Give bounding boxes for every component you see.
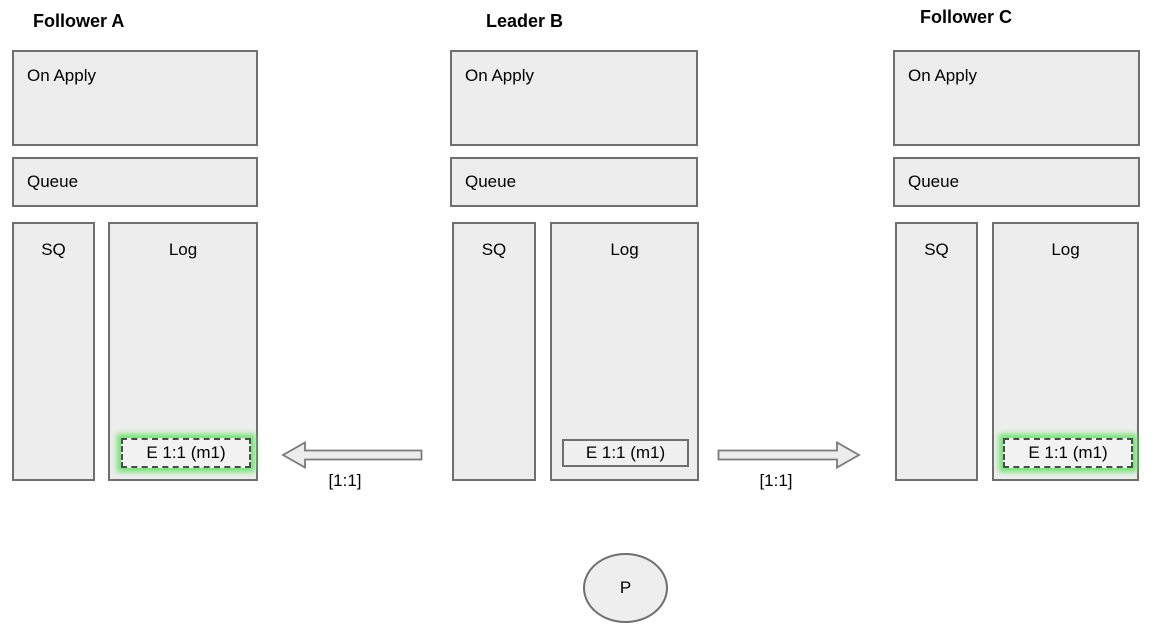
- on-apply-box-follower-c: On Apply: [893, 50, 1140, 146]
- sq-label: SQ: [481, 240, 507, 259]
- sq-label: SQ: [924, 240, 949, 259]
- log-box-follower-c: Log: [992, 222, 1139, 481]
- sq-box-follower-a: SQ: [12, 222, 95, 481]
- node-title-leader-b: Leader B: [486, 11, 564, 31]
- log-entry-follower-c: E 1:1 (m1): [1003, 438, 1133, 468]
- log-box-leader-b: Log: [550, 222, 699, 481]
- log-label: Log: [610, 240, 639, 259]
- sq-label: SQ: [41, 240, 66, 259]
- queue-label: Queue: [27, 172, 79, 191]
- on-apply-box-leader-b: On Apply: [450, 50, 698, 146]
- log-entry-leader-b: E 1:1 (m1): [562, 439, 689, 467]
- on-apply-label: On Apply: [908, 66, 977, 85]
- proposer-ellipse: P: [583, 553, 668, 623]
- arrow-label-left: [1:1]: [328, 471, 362, 490]
- arrow-label-right: [1:1]: [759, 471, 793, 490]
- log-label: Log: [1051, 240, 1080, 259]
- sq-box-leader-b: SQ: [452, 222, 536, 481]
- on-apply-box-follower-a: On Apply: [12, 50, 258, 146]
- queue-box-follower-a: Queue: [12, 157, 258, 207]
- node-title-follower-c: Follower C: [920, 7, 1013, 27]
- log-entry-follower-a: E 1:1 (m1): [121, 438, 251, 468]
- queue-box-follower-c: Queue: [893, 157, 1140, 207]
- arrow-right-icon: [717, 440, 861, 470]
- queue-label: Queue: [465, 172, 517, 191]
- log-label: Log: [168, 240, 198, 259]
- on-apply-label: On Apply: [27, 66, 96, 85]
- log-box-follower-a: Log: [108, 222, 258, 481]
- proposer-label: P: [619, 578, 632, 597]
- node-title-follower-a: Follower A: [33, 11, 125, 31]
- arrow-left-icon: [281, 440, 423, 470]
- queue-box-leader-b: Queue: [450, 157, 698, 207]
- sq-box-follower-c: SQ: [895, 222, 978, 481]
- queue-label: Queue: [908, 172, 960, 191]
- on-apply-label: On Apply: [465, 66, 534, 85]
